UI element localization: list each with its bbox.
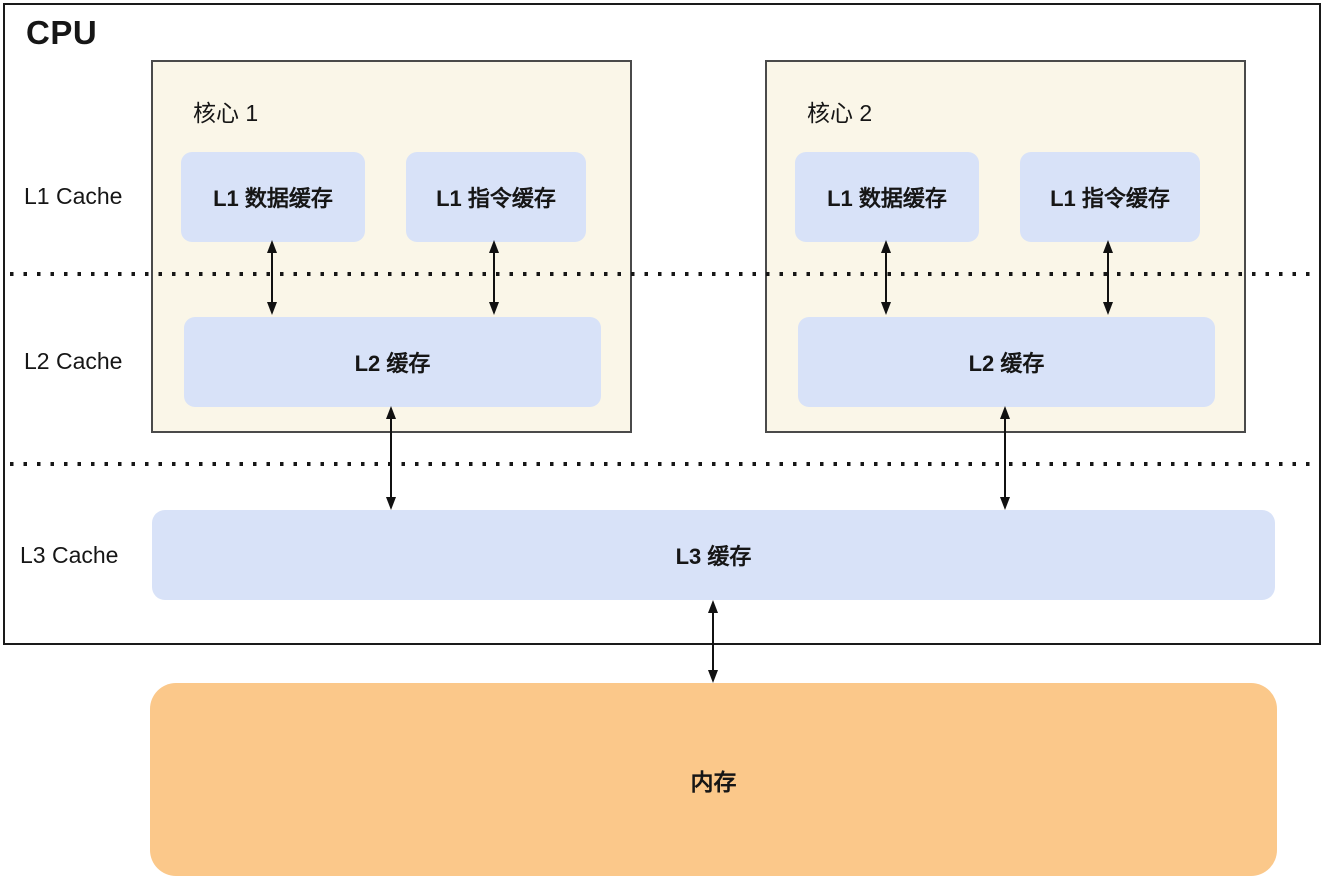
label-l2-cache-level: L2 Cache bbox=[24, 348, 123, 374]
cpu-title: CPU bbox=[26, 14, 98, 51]
core-2-box: 核心 2 L1 数据缓存 L1 指令缓存 L2 缓存 bbox=[765, 60, 1246, 433]
core-2-title: 核心 2 bbox=[807, 100, 873, 126]
core-1-l2-cache-box: L2 缓存 bbox=[184, 317, 601, 407]
core-1-title: 核心 1 bbox=[193, 100, 259, 126]
core-1-l1-data-l2-arrow-icon bbox=[267, 240, 277, 315]
core-2-l1-instruction-cache-box: L1 指令缓存 bbox=[1020, 152, 1200, 242]
core-2-l1-data-cache-box: L1 数据缓存 bbox=[795, 152, 979, 242]
core-1-l1-instruction-l2-arrow-icon bbox=[489, 240, 499, 315]
core-1-box: 核心 1 L1 数据缓存 L1 指令缓存 L2 缓存 bbox=[151, 60, 632, 433]
core-1-l1-instruction-cache-box: L1 指令缓存 bbox=[406, 152, 586, 242]
core-2-l2-cache-box: L2 缓存 bbox=[798, 317, 1215, 407]
core-1-l2-l3-arrow-icon bbox=[386, 406, 396, 510]
l3-cache-box: L3 缓存 bbox=[152, 510, 1275, 600]
core-2-l1-data-l2-arrow-icon bbox=[881, 240, 891, 315]
l3-memory-arrow-icon bbox=[708, 600, 718, 683]
label-l1-cache-level: L1 Cache bbox=[24, 183, 123, 209]
l2-l3-boundary-dotted-line bbox=[10, 462, 1315, 466]
core-1-l1-data-cache-box: L1 数据缓存 bbox=[181, 152, 365, 242]
memory-box: 内存 bbox=[150, 683, 1277, 876]
label-l3-cache-level: L3 Cache bbox=[20, 542, 119, 568]
l1-l2-boundary-dotted-line bbox=[10, 272, 1315, 276]
core-2-l1-instruction-l2-arrow-icon bbox=[1103, 240, 1113, 315]
core-2-l2-l3-arrow-icon bbox=[1000, 406, 1010, 510]
